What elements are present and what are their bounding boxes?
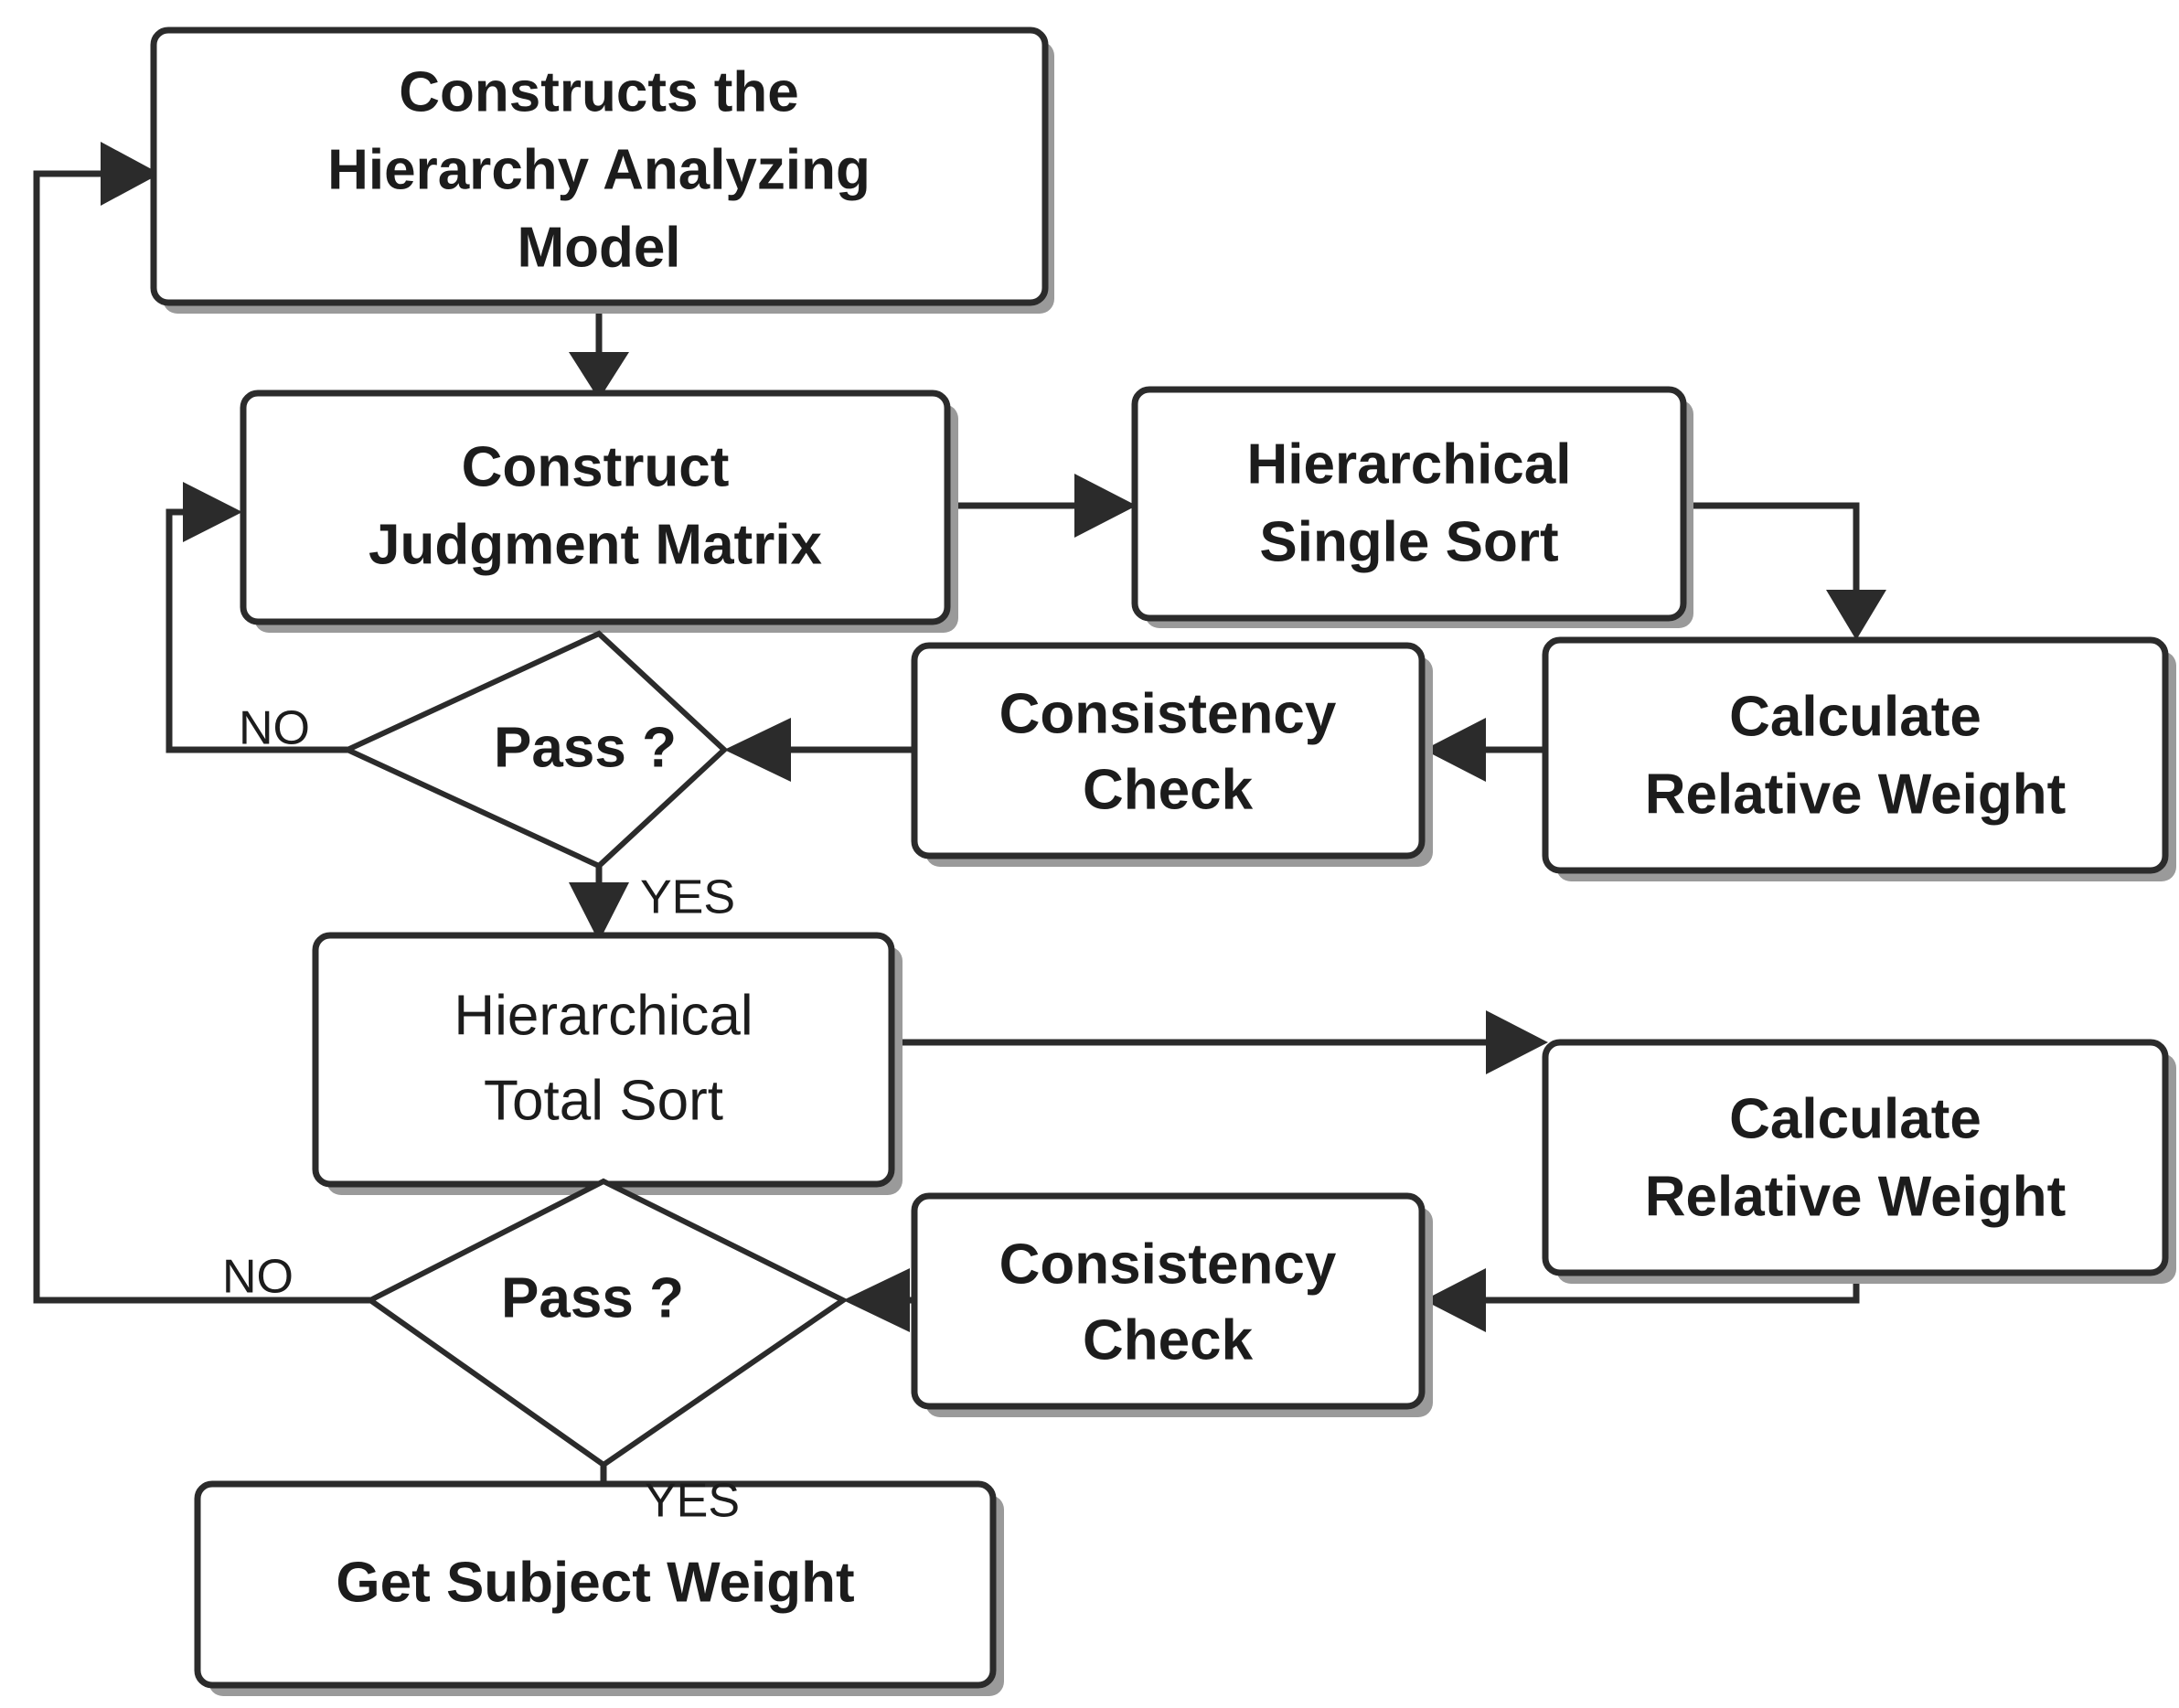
node-consistency-check-upper[interactable]: Consistency Check [911, 642, 1433, 867]
edge-pass-lower-no [33, 142, 370, 1304]
edge-matrix-to-single-sort [946, 474, 1137, 538]
node-calculate-relative-weight-lower[interactable]: Calculate Relative Weight [1542, 1039, 2176, 1284]
node-single-sort-line2: Single Sort [1259, 510, 1558, 573]
edge-consistency-lower-to-pass-lower [843, 1268, 914, 1332]
edge-total-sort-to-calc-lower [892, 1010, 1548, 1074]
node-single-sort-line1: Hierarchical [1247, 432, 1572, 496]
node-total-sort-line1: Hierarchical [454, 984, 753, 1047]
node-judgment-matrix-line2: Judgment Matrix [369, 513, 823, 576]
edge-label-no-upper: NO [239, 702, 310, 755]
edge-calc-upper-to-consistency-upper [1424, 718, 1545, 782]
node-calc-lower-line1: Calculate [1729, 1087, 1981, 1150]
node-consistency-upper-line1: Consistency [999, 682, 1337, 745]
node-consistency-check-lower[interactable]: Consistency Check [911, 1192, 1433, 1417]
node-calculate-relative-weight-upper[interactable]: Calculate Relative Weight [1542, 636, 2176, 881]
node-construct-model-line3: Model [517, 216, 680, 279]
node-total-sort-line2: Total Sort [484, 1069, 723, 1132]
node-calc-upper-line2: Relative Weight [1645, 763, 2067, 826]
edge-pass-upper-yes [569, 864, 629, 942]
edge-model-to-matrix [569, 302, 629, 400]
node-calc-lower-line2: Relative Weight [1645, 1165, 2067, 1228]
node-pass-lower[interactable]: Pass ? [365, 1178, 849, 1468]
node-subject-weight-label: Get Subject Weight [336, 1551, 854, 1614]
node-construct-model[interactable]: Constructs the Hierarchy Analyzing Model [150, 27, 1054, 314]
node-pass-lower-label: Pass ? [501, 1266, 684, 1329]
edge-pass-upper-no [166, 482, 347, 753]
node-hierarchical-total-sort[interactable]: Hierarchical Total Sort [312, 932, 903, 1195]
edge-label-yes-upper: YES [640, 871, 735, 924]
node-construct-model-line2: Hierarchy Analyzing [327, 138, 871, 201]
node-calc-upper-line1: Calculate [1729, 685, 1981, 748]
node-hierarchical-single-sort[interactable]: Hierarchical Single Sort [1131, 386, 1693, 628]
node-consistency-upper-line2: Check [1083, 758, 1254, 821]
edge-label-yes-lower: YES [645, 1475, 740, 1528]
node-pass-upper-label: Pass ? [494, 716, 677, 779]
node-judgment-matrix-line1: Construct [462, 435, 730, 498]
node-consistency-lower-line2: Check [1083, 1308, 1254, 1372]
edge-label-no-lower: NO [222, 1251, 294, 1304]
node-construct-model-line1: Constructs the [399, 60, 798, 123]
node-judgment-matrix[interactable]: Construct Judgment Matrix [240, 390, 958, 633]
node-get-subject-weight[interactable]: Get Subject Weight [194, 1480, 1004, 1696]
node-pass-upper[interactable]: Pass ? [340, 630, 729, 870]
edge-single-sort-to-calc-upper [1682, 502, 1886, 640]
edge-consistency-upper-to-pass-upper [724, 718, 914, 782]
node-consistency-lower-line1: Consistency [999, 1233, 1337, 1296]
